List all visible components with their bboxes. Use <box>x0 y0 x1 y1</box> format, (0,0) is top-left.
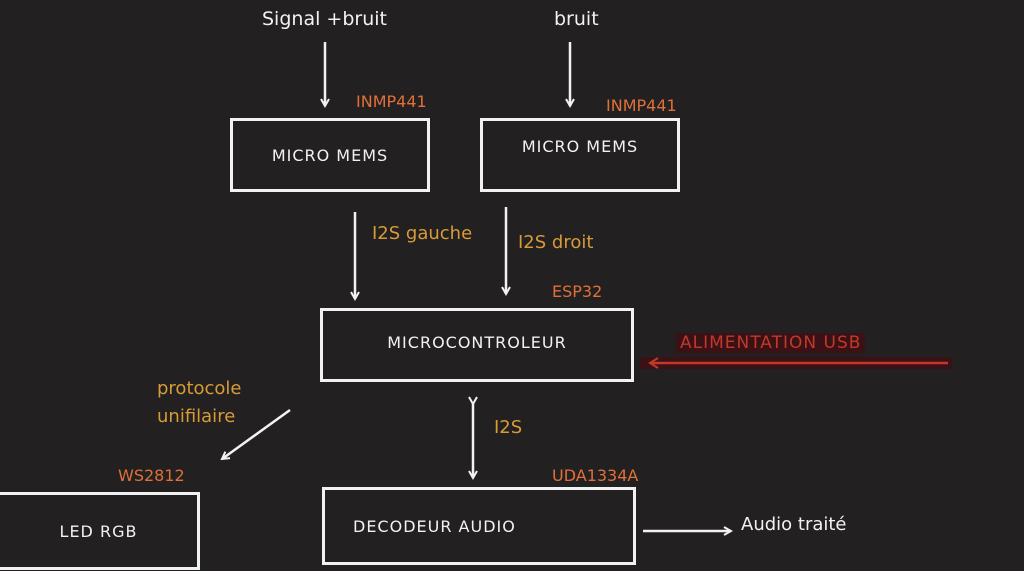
decoder-label: DECODEUR AUDIO <box>353 516 516 536</box>
part-label-mic-left: INMP441 <box>356 92 427 111</box>
power-label: ALIMENTATION USB <box>676 333 866 353</box>
link-label-one-wire-line2: unifilaire <box>157 406 236 427</box>
link-label-i2s-right: I2S droit <box>518 232 594 253</box>
mic-right-label: MICRO MEMS <box>521 137 639 156</box>
mcu-box: MICROCONTROLEUR <box>320 308 634 382</box>
mic-left-box: MICRO MEMS <box>230 118 430 192</box>
link-label-one-wire-line1: protocole <box>157 378 242 399</box>
part-label-decoder: UDA1334A <box>552 466 639 485</box>
link-label-i2s: I2S <box>494 417 523 438</box>
arrow-mcu-to-led <box>222 408 291 459</box>
link-label-i2s-left: I2S gauche <box>372 223 473 244</box>
part-label-mic-right: INMP441 <box>606 96 677 115</box>
led-label: LED RGB <box>59 521 138 541</box>
mic-right-box: MICRO MEMS <box>480 118 680 192</box>
part-label-led: WS2812 <box>118 466 185 485</box>
output-label: Audio traité <box>741 514 847 535</box>
mcu-label: MICROCONTROLEUR <box>387 333 567 352</box>
input-signal-noise-label: Signal +bruit <box>262 8 387 30</box>
part-label-mcu: ESP32 <box>552 282 603 301</box>
mic-left-label: MICRO MEMS <box>271 145 389 165</box>
led-box: LED RGB <box>0 492 200 570</box>
decoder-box: DECODEUR AUDIO <box>322 487 636 565</box>
input-noise-label: bruit <box>554 8 599 30</box>
